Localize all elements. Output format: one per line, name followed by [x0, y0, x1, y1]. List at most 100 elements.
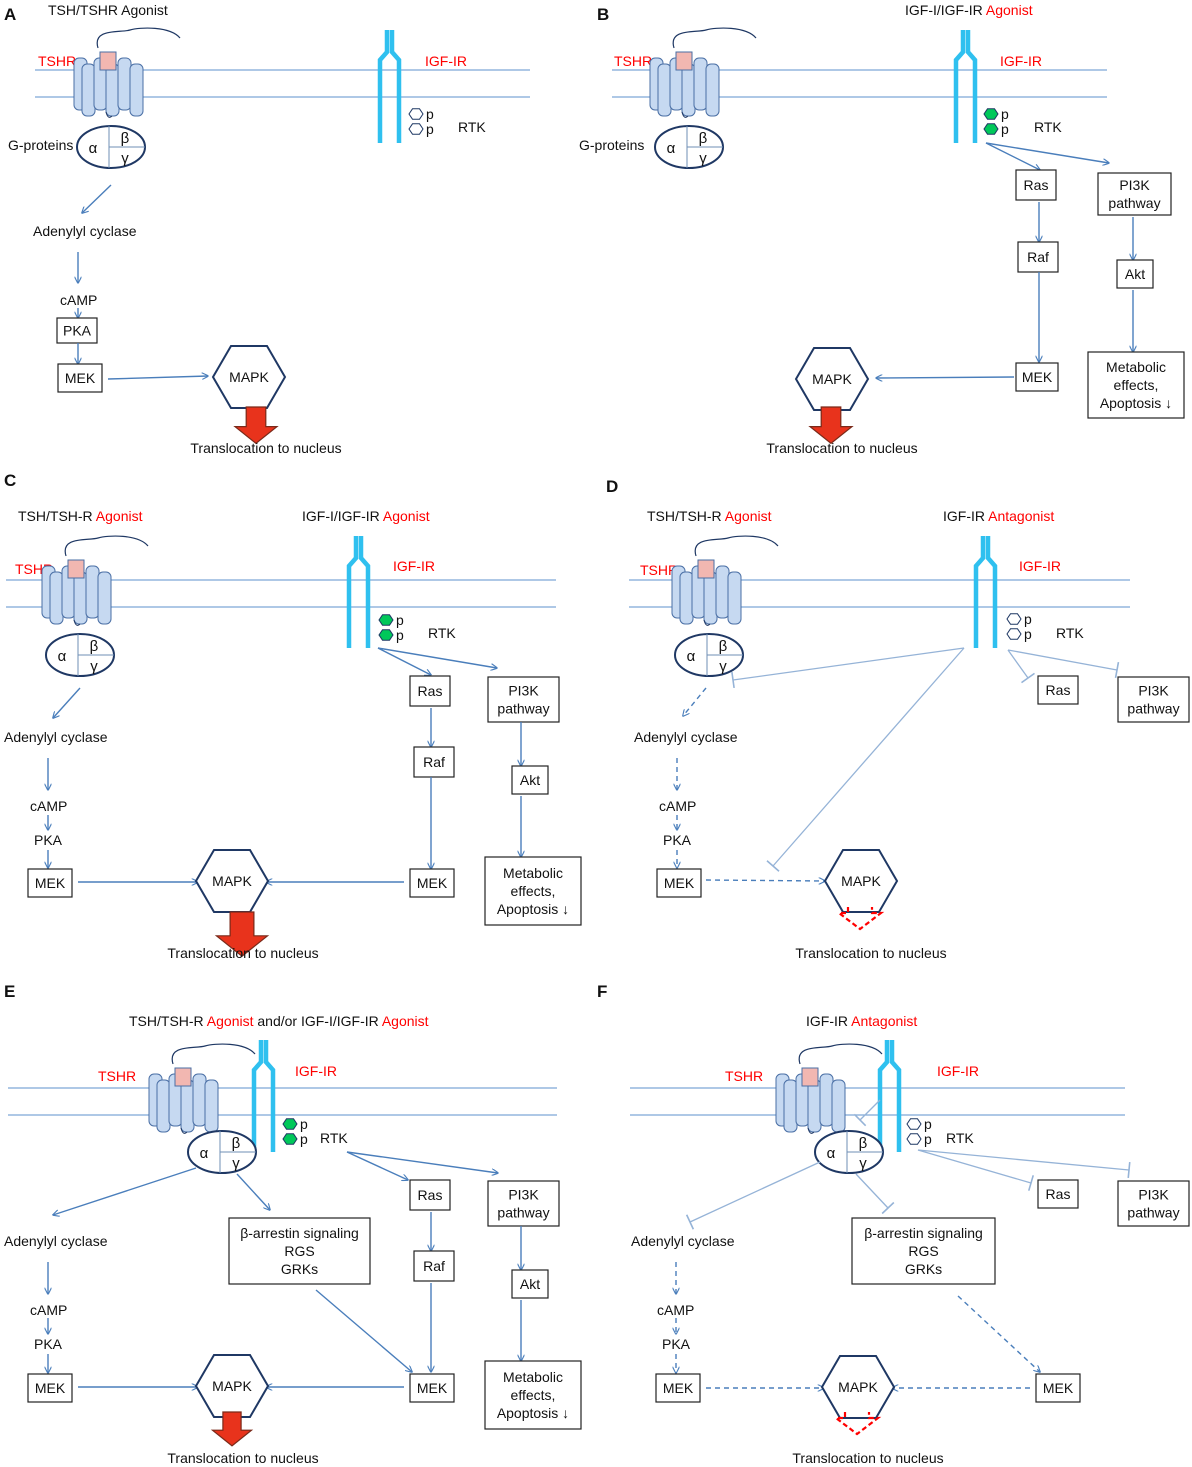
- panel-title: TSH/TSH-R Agonist and/or IGF-I/IGF-IR Ag…: [129, 1013, 429, 1029]
- igf-ir-receptor: [377, 30, 402, 143]
- tshr-helix: [715, 565, 730, 619]
- mapk-hexagon: [194, 1354, 270, 1418]
- phospho-label: p: [300, 1131, 308, 1147]
- translocation-arrow: [832, 1412, 882, 1436]
- phosphorylation-sites: pp: [378, 612, 404, 643]
- translocation-arrow: [835, 907, 885, 931]
- ras-box-label: Ras: [418, 1187, 443, 1203]
- mek-box-right-frame: [1035, 1373, 1081, 1403]
- tshr-helix: [117, 57, 132, 111]
- tshr-helix: [807, 1079, 822, 1133]
- igf-ir-chain-left: [346, 536, 359, 648]
- arrestin-box-label: GRKs: [281, 1261, 318, 1277]
- rtk-label: RTK: [320, 1130, 348, 1146]
- igf-ir-receptor: [346, 536, 371, 648]
- akt-box: Akt: [511, 765, 549, 795]
- tshr-helix: [657, 63, 672, 117]
- phospho-label: p: [924, 1116, 932, 1132]
- tshr-pink-domain: [67, 559, 85, 579]
- mek-box-right-label: MEK: [417, 1380, 448, 1396]
- phospho-hexagon: [282, 1118, 298, 1130]
- ras-box-frame: [1015, 169, 1057, 201]
- tshr-ectodomain: [672, 27, 757, 49]
- inhibit-bar: [766, 860, 780, 872]
- tshr-helix: [703, 571, 718, 625]
- mek-box-frame: [1015, 362, 1059, 392]
- ras-box-label: Ras: [1046, 1186, 1071, 1202]
- panel-letter: F: [597, 982, 607, 1001]
- mek-box-frame: [655, 1373, 701, 1403]
- tshr-pink-domain: [174, 1067, 192, 1087]
- tshr-label: TSHR: [640, 562, 678, 578]
- title-part: IGF-IR: [806, 1013, 851, 1029]
- tshr-helix: [129, 63, 144, 117]
- mek-box: MEK: [655, 1373, 701, 1403]
- beta-label: β: [121, 130, 130, 147]
- raf-box-frame: [413, 1250, 455, 1282]
- mapk-label: MAPK: [812, 371, 852, 387]
- mek-box-label: MEK: [1022, 369, 1053, 385]
- phospho-label: p: [396, 612, 404, 628]
- pi3k-box-frame: [1097, 172, 1172, 216]
- mapk-label: MAPK: [212, 1378, 252, 1394]
- mapk-node: MAPK: [211, 345, 287, 409]
- phospho-hexagon: [1006, 628, 1022, 640]
- tshr-loop: [105, 111, 113, 118]
- phospho-label: p: [300, 1116, 308, 1132]
- camp-label: cAMP: [30, 1302, 67, 1318]
- panel-title: TSH/TSH-R Agonist: [647, 508, 772, 524]
- title-part: TSH/TSH-R: [129, 1013, 207, 1029]
- inhibit-bar: [853, 1113, 867, 1127]
- translocation-label: Translocation to nucleus: [792, 1450, 943, 1466]
- pi3k-box-label: pathway: [1127, 1204, 1179, 1220]
- mapk-node: MAPK: [794, 347, 870, 411]
- title-part: TSH/TSHR Agonist: [48, 2, 168, 18]
- mek-box-right-label: MEK: [1043, 1380, 1074, 1396]
- akt-box: Akt: [1116, 259, 1154, 289]
- mapk-hexagon: [820, 1355, 896, 1419]
- ras-box: Ras: [1037, 1179, 1079, 1209]
- g-protein: αβγ: [45, 633, 115, 677]
- pka-label: PKA: [662, 1336, 691, 1352]
- mek-box-frame: [656, 868, 702, 898]
- arrestin-box-frame: [851, 1217, 996, 1285]
- rtk-label: RTK: [458, 119, 486, 135]
- arrow: [876, 377, 1015, 378]
- inhibit-line: [855, 1173, 889, 1209]
- arrow: [346, 1151, 408, 1180]
- adenylyl-cyclase-label: Adenylyl cyclase: [4, 729, 108, 745]
- alpha-label: α: [687, 648, 696, 665]
- phosphorylation-sites: pp: [408, 106, 434, 137]
- title-part: Agonist: [382, 1013, 429, 1029]
- title-part: IGF-I/IGF-IR: [905, 2, 986, 18]
- alpha-label: α: [827, 1145, 836, 1162]
- mapk-hexagon: [794, 347, 870, 411]
- akt-box-frame: [511, 1269, 549, 1299]
- g-protein: αβγ: [187, 1130, 257, 1174]
- translocation-arrow: [808, 406, 854, 445]
- mek-box-frame: [27, 868, 73, 898]
- title-part: Agonist: [383, 508, 430, 524]
- igf-ir-label: IGF-IR: [393, 558, 435, 574]
- igf-ir-chain-left: [953, 30, 966, 143]
- phospho-label: p: [1001, 106, 1009, 122]
- mek-box: MEK: [27, 1373, 73, 1403]
- tshr-helix: [180, 1079, 195, 1133]
- pi3k-box-label: PI3K: [508, 1186, 539, 1202]
- inhibit-line: [689, 1161, 821, 1223]
- translocation-label: Translocation to nucleus: [167, 945, 318, 961]
- igf-ir-label: IGF-IR: [295, 1063, 337, 1079]
- alpha-label: α: [667, 140, 676, 157]
- akt-box-label: Akt: [1125, 266, 1145, 282]
- translocation-arrow-solid: [808, 406, 854, 445]
- raf-box-frame: [1017, 241, 1059, 273]
- pi3k-box-label: pathway: [1127, 700, 1179, 716]
- translocation-arrow-solid: [214, 911, 270, 957]
